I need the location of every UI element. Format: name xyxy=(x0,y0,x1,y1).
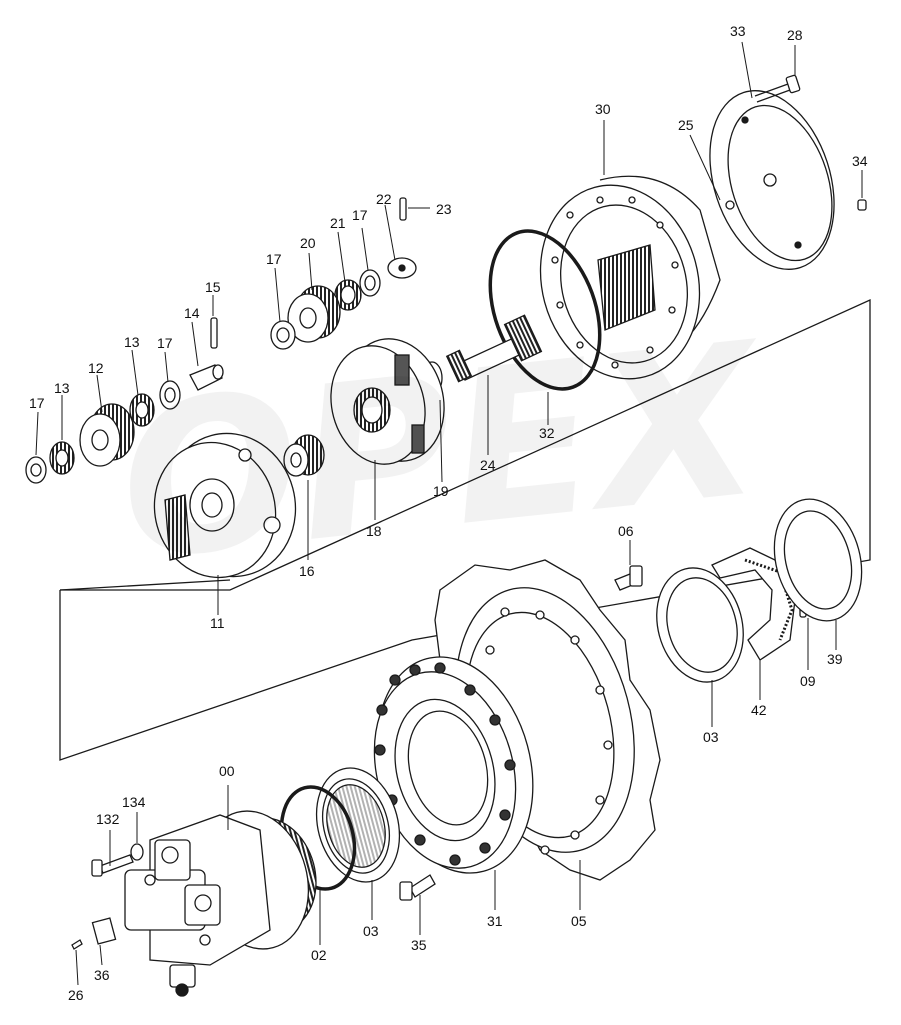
part-label-34: 34 xyxy=(852,153,868,169)
part-label-03a: 03 xyxy=(703,729,719,745)
part-label-09: 09 xyxy=(800,673,816,689)
part-label-15: 15 xyxy=(205,279,221,295)
bearing-03 xyxy=(656,567,744,683)
part-label-39: 39 xyxy=(827,651,843,667)
part-label-13b: 13 xyxy=(54,380,70,396)
part-label-11: 11 xyxy=(210,615,225,631)
bolt-06 xyxy=(614,565,643,591)
part-label-06: 06 xyxy=(618,523,634,539)
planet-gear-20 xyxy=(287,285,341,343)
planet-pin-14 xyxy=(189,364,224,391)
part-label-31: 31 xyxy=(487,913,503,929)
bolt-132 xyxy=(91,854,134,877)
leader-lines xyxy=(35,41,863,986)
part-label-22: 22 xyxy=(376,191,392,207)
part-label-13a: 13 xyxy=(124,334,140,350)
part-label-132: 132 xyxy=(96,811,120,827)
part-label-02: 02 xyxy=(311,947,327,963)
thrust-plate-39 xyxy=(773,498,863,622)
part-label-16: 16 xyxy=(299,563,315,579)
part-label-30: 30 xyxy=(595,101,611,117)
bolt-33 xyxy=(399,874,436,901)
bolt-34 xyxy=(857,199,867,211)
needle-bearing-13 xyxy=(129,393,155,427)
part-label-21: 21 xyxy=(330,215,346,231)
part-label-05: 05 xyxy=(571,913,587,929)
part-label-17a: 17 xyxy=(352,207,368,223)
bolt-28 xyxy=(754,74,801,103)
part-label-17d: 17 xyxy=(29,395,45,411)
part-label-17b: 17 xyxy=(266,251,282,267)
part-label-20: 20 xyxy=(300,235,316,251)
part-label-14: 14 xyxy=(184,305,200,321)
assembly-guide-line xyxy=(59,579,231,591)
part-label-35: 36 xyxy=(94,967,110,983)
part-label-00: 00 xyxy=(219,763,235,779)
part-label-42: 42 xyxy=(751,702,767,718)
travel-motor-00 xyxy=(124,810,317,997)
part-label-26: 33 xyxy=(730,23,746,39)
part-label-18: 18 xyxy=(366,523,382,539)
part-label-36: 26 xyxy=(68,987,84,1003)
part-label-17c: 17 xyxy=(157,335,173,351)
part-label-03b: 03 xyxy=(363,923,379,939)
planet-gear-12 xyxy=(79,403,135,467)
planet-carrier-11 xyxy=(153,432,297,579)
part-label-28: 28 xyxy=(787,27,803,43)
screw-36 xyxy=(71,939,83,950)
pin-15 xyxy=(210,317,218,349)
hub-housing-30 xyxy=(539,175,721,380)
washer-134 xyxy=(130,843,144,861)
needle-bearing-13 xyxy=(49,441,75,475)
nameplate-35 xyxy=(91,917,117,945)
pin-23 xyxy=(399,197,407,221)
cover-plate-26 xyxy=(709,90,835,270)
planet-carrier-18 xyxy=(330,338,445,465)
sun-shaft-24 xyxy=(445,314,543,383)
o-ring-32 xyxy=(488,229,602,391)
part-label-23: 23 xyxy=(436,201,452,217)
part-label-24: 24 xyxy=(480,457,496,473)
part-label-19: 19 xyxy=(433,483,449,499)
part-label-33: 35 xyxy=(411,937,427,953)
assembly-guide-line xyxy=(59,298,871,761)
sun-gear-16 xyxy=(283,434,325,477)
part-label-134: 134 xyxy=(122,794,146,810)
part-label-32: 32 xyxy=(539,425,555,441)
part-label-25: 25 xyxy=(678,117,694,133)
part-label-12: 12 xyxy=(88,360,104,376)
